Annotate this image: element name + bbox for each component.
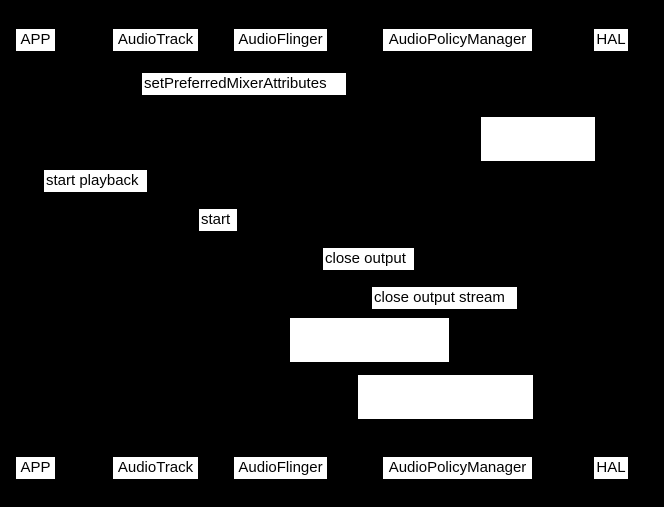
participant-head-audiotrack[interactable]: AudioTrack [113, 29, 198, 51]
participant-head-audioflinger[interactable]: AudioFlinger [234, 29, 327, 51]
lifeline-audioflinger [280, 52, 281, 457]
message-label-cache-preferred-mixer-attributes[interactable]: cache preferred mixer attributes [481, 117, 595, 246]
participant-foot-app[interactable]: APP [16, 457, 55, 479]
arrow-open-output-with-preferred-mixer-config [280, 362, 457, 363]
message-label-set-preferred-mixer-attributes[interactable]: setPreferredMixerAttributes [142, 73, 346, 95]
participant-foot-audioflinger[interactable]: AudioFlinger [234, 457, 327, 479]
message-label-close-output-stream[interactable]: close output stream [372, 287, 517, 309]
participant-head-app[interactable]: APP [16, 29, 55, 51]
message-label-start-playback[interactable]: start playback [44, 170, 147, 192]
participant-head-audiopolicymanager[interactable]: AudioPolicyManager [383, 29, 532, 51]
message-label-line: preferred mixer config [296, 430, 443, 447]
lifeline-audiopolicymanager [457, 52, 458, 457]
participant-foot-hal[interactable]: HAL [594, 457, 628, 479]
arrow-open-output-stream-with-preferred-mixer-config [457, 419, 610, 420]
message-label-line: mixer attributes [483, 229, 586, 246]
arrow-start [155, 231, 280, 232]
message-label-line: preferred mixer config [372, 487, 519, 504]
arrow-close-output [280, 270, 457, 271]
message-label-close-output[interactable]: close output [323, 248, 414, 270]
message-label-open-output-stream-with-preferred-mixer-config[interactable]: open output stream with preferred mixer … [358, 375, 533, 504]
arrow-start-playback [35, 192, 155, 193]
lifeline-hal [610, 52, 611, 457]
participant-foot-audiotrack[interactable]: AudioTrack [113, 457, 198, 479]
arrow-cache-preferred-mixer-attributes [457, 161, 481, 162]
message-label-line: cache preferred [483, 163, 589, 180]
message-label-start[interactable]: start [199, 209, 237, 231]
arrow-set-preferred-mixer-attributes [35, 95, 457, 96]
lifeline-app [35, 52, 36, 457]
message-label-open-output-with-preferred-mixer-config[interactable]: open output with preferred mixer config [290, 318, 449, 447]
participant-head-hal[interactable]: HAL [594, 29, 628, 51]
lifeline-audiotrack [155, 52, 156, 457]
message-label-line: open output stream with [365, 421, 526, 438]
arrow-close-output-stream [457, 309, 610, 310]
participant-foot-audiopolicymanager[interactable]: AudioPolicyManager [383, 457, 532, 479]
